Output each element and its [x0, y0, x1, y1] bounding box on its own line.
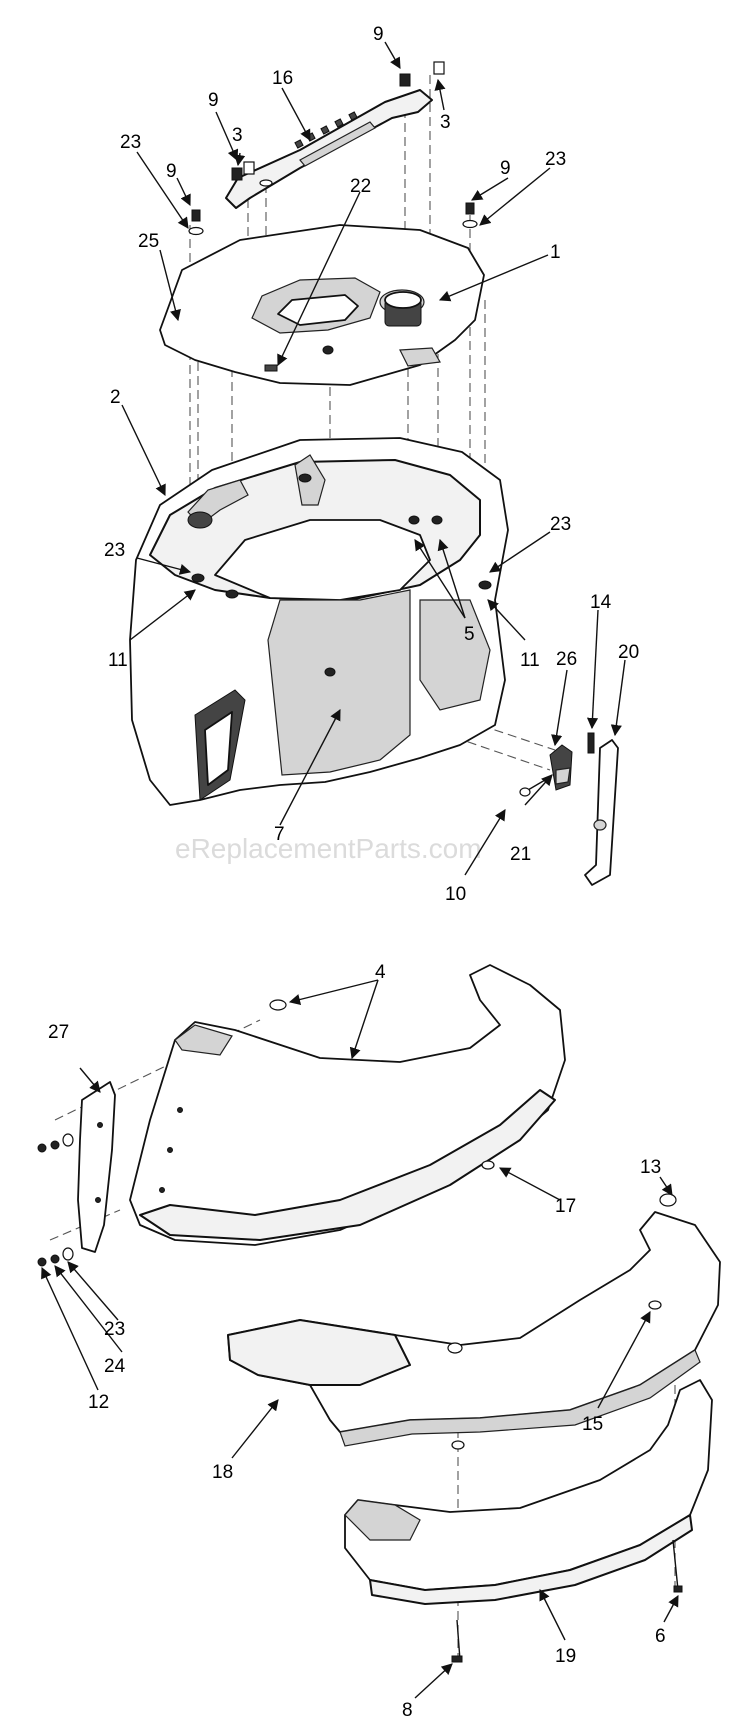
watermark: eReplacementParts.com — [175, 833, 482, 864]
callout-3: 3 — [440, 112, 451, 133]
callout-12: 12 — [88, 1392, 109, 1413]
callout-14: 14 — [590, 592, 612, 613]
part-rear-shroud — [129, 964, 566, 1246]
part-lower-fender — [344, 1379, 713, 1663]
callout-8: 8 — [402, 1700, 413, 1721]
part-side-plate — [37, 1081, 116, 1267]
callout-21: 21 — [510, 844, 531, 865]
callout-10: 10 — [445, 884, 466, 905]
callout-9: 9 — [373, 24, 384, 45]
callout-4: 4 — [375, 962, 386, 983]
callout-13: 13 — [640, 1157, 661, 1178]
callout-9: 9 — [208, 90, 219, 111]
callout-1: 1 — [550, 242, 561, 263]
part-housing — [129, 437, 509, 806]
callout-27: 27 — [48, 1022, 69, 1043]
callout-23: 23 — [120, 132, 141, 153]
side-plate-hardware-top — [37, 1133, 74, 1153]
callout-5: 5 — [464, 624, 475, 645]
leader-lines — [41, 41, 679, 1699]
part-cover — [159, 224, 485, 386]
part-handle — [225, 89, 433, 209]
callout-7: 7 — [274, 824, 285, 845]
callout-11: 11 — [520, 650, 540, 671]
callout-24: 24 — [104, 1356, 126, 1377]
callout-2: 2 — [110, 387, 121, 408]
callout-23: 23 — [550, 514, 571, 535]
callout-16: 16 — [272, 68, 293, 89]
part-latch-assembly — [519, 732, 619, 886]
handle-hardware — [188, 61, 478, 236]
callout-labels: 9 3 16 9 3 23 9 22 9 23 1 25 2 23 23 11 … — [48, 24, 666, 1721]
part-upper-fender — [227, 1193, 721, 1447]
callout-15: 15 — [582, 1414, 603, 1435]
callout-26: 26 — [556, 649, 577, 670]
callout-9: 9 — [500, 158, 511, 179]
callout-6: 6 — [655, 1626, 666, 1647]
callout-9: 9 — [166, 161, 177, 182]
callout-23: 23 — [104, 540, 125, 561]
callout-19: 19 — [555, 1646, 576, 1667]
callout-20: 20 — [618, 642, 639, 663]
callout-22: 22 — [350, 176, 371, 197]
callout-23: 23 — [104, 1319, 125, 1340]
callout-3: 3 — [232, 125, 243, 146]
callout-25: 25 — [138, 231, 159, 252]
callout-23: 23 — [545, 149, 566, 170]
callout-11: 11 — [108, 650, 128, 671]
side-plate-hardware-bottom — [37, 1247, 74, 1267]
callout-17: 17 — [555, 1196, 576, 1217]
callout-18: 18 — [212, 1462, 233, 1483]
